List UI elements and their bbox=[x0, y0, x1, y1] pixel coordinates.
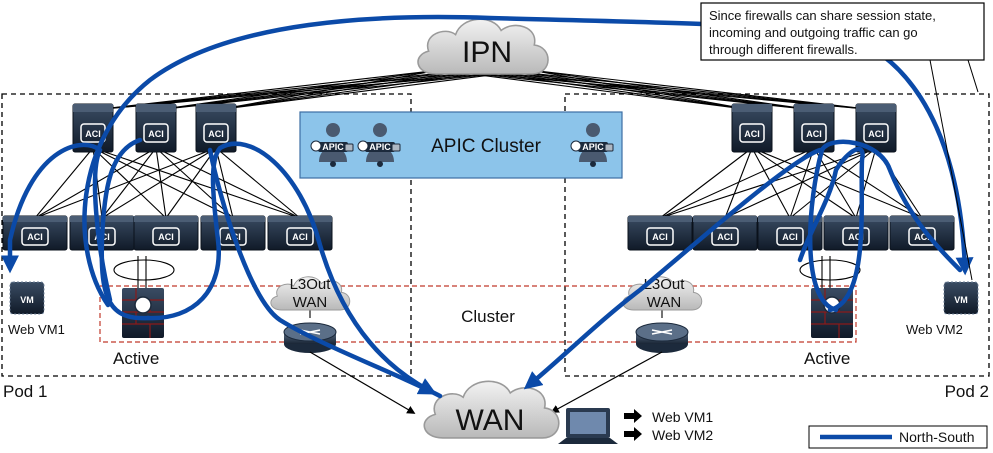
dest-arrows bbox=[624, 409, 642, 441]
cluster-frame bbox=[99, 285, 857, 343]
web-vm2-icon: VM bbox=[943, 281, 979, 315]
wan-cloud: WAN bbox=[423, 380, 560, 439]
leaf-pod2-4-icon: ACI bbox=[823, 215, 889, 251]
active-pod2-label: Active bbox=[804, 349, 850, 368]
spine-pod1-2-icon: ACI bbox=[135, 103, 177, 153]
l3out-pod1-line2: WAN bbox=[293, 294, 327, 311]
spine-pod2-3-icon-aci: ACI bbox=[868, 129, 884, 139]
pod1-label: Pod 1 bbox=[3, 382, 47, 401]
wan-label: WAN bbox=[456, 404, 525, 437]
l3out-pod1-line1: L3Out bbox=[290, 276, 332, 293]
leaf-pod2-5-icon-aci: ACI bbox=[914, 232, 930, 242]
flow-vm2-to-ipn bbox=[82, 14, 974, 308]
router2-to-wan-arrow bbox=[550, 351, 663, 413]
apic-cluster-box: APIC Cluster bbox=[299, 111, 623, 179]
leaf-pod1-5-icon: ACI bbox=[267, 215, 333, 251]
laptop-icon bbox=[558, 408, 618, 444]
leaf-pod1-1-icon: ACI bbox=[2, 215, 68, 251]
router-pod2-icon bbox=[635, 322, 689, 353]
leaf-pod1-5-icon-aci: ACI bbox=[292, 232, 308, 242]
active-pod1-label: Active bbox=[113, 349, 159, 368]
spine-pod1-2-icon-aci: ACI bbox=[148, 129, 164, 139]
spine-pod2-2-icon: ACI bbox=[793, 103, 835, 153]
spine-pod1-3-icon: ACI bbox=[195, 103, 237, 153]
legend-north-south: North-South bbox=[899, 429, 974, 445]
web-vm1-chip: VM bbox=[20, 295, 34, 305]
flow-pod1-l3out bbox=[145, 141, 437, 395]
apic-icons: APIC APIC APIC bbox=[310, 123, 614, 167]
spine-pod1-1-icon-aci: ACI bbox=[85, 129, 101, 139]
flow-to-vm1 bbox=[1, 142, 113, 303]
firewall-pod1-icon bbox=[122, 288, 164, 338]
leaf-pod2-1-icon-aci: ACI bbox=[652, 232, 668, 242]
dest-vm1-label: Web VM1 bbox=[652, 409, 713, 425]
fabric-links bbox=[34, 147, 923, 219]
web-vm1-icon: VM bbox=[9, 281, 45, 315]
leaf-pod1-3-icon-aci: ACI bbox=[158, 232, 174, 242]
web-vm2-label: Web VM2 bbox=[906, 322, 963, 337]
leaf-pod2-4-icon-aci: ACI bbox=[848, 232, 864, 242]
l3out-pod2-line2: WAN bbox=[647, 294, 681, 311]
pod1-frame bbox=[1, 93, 412, 377]
callout-line2: incoming and outgoing traffic can go bbox=[709, 25, 918, 40]
spine-pod2-1-icon: ACI bbox=[731, 103, 773, 153]
ipn-links bbox=[92, 69, 877, 111]
leaf-pod2-2-icon-aci: ACI bbox=[717, 232, 733, 242]
apic-controller-1-icon: APIC bbox=[310, 123, 354, 167]
apic-controller-2-icon: APIC bbox=[357, 123, 401, 167]
apic-chip-3: APIC bbox=[582, 142, 604, 152]
fw-uplink-oval-pod1 bbox=[113, 259, 175, 281]
l3out-pod2: L3Out WAN bbox=[622, 276, 703, 318]
flow-pod1-wan-a bbox=[207, 147, 443, 399]
router1-to-wan-arrow bbox=[309, 351, 416, 414]
leaf-pod2-1-icon: ACI bbox=[627, 215, 693, 251]
ipn-cloud: IPN bbox=[417, 18, 549, 75]
cluster-label: Cluster bbox=[461, 307, 515, 326]
apic-cluster-label: APIC Cluster bbox=[431, 136, 541, 157]
l3out-pod1: L3Out WAN bbox=[270, 276, 351, 318]
callout: Since firewalls can share session state,… bbox=[700, 2, 985, 281]
dest-vm2-label: Web VM2 bbox=[652, 427, 713, 443]
leaf-pod2-5-icon: ACI bbox=[889, 215, 955, 251]
spine-pod2-2-icon-aci: ACI bbox=[806, 129, 822, 139]
leaf-pod2-3-icon-aci: ACI bbox=[782, 232, 798, 242]
north-south-flows bbox=[1, 14, 974, 399]
web-vm2-chip: VM bbox=[954, 295, 968, 305]
flow-pod1-fw-loop bbox=[99, 137, 151, 321]
leaf-pod1-1-icon-aci: ACI bbox=[27, 232, 43, 242]
ipn-label: IPN bbox=[462, 36, 512, 69]
web-vm1-label: Web VM1 bbox=[8, 322, 65, 337]
legend: North-South bbox=[808, 425, 988, 449]
callout-line1: Since firewalls can share session state, bbox=[709, 8, 936, 23]
flow-pod2-fw bbox=[797, 147, 865, 313]
pod2-frame bbox=[564, 93, 990, 377]
spine-pod2-1-icon-aci: ACI bbox=[744, 129, 760, 139]
pod2-label: Pod 2 bbox=[945, 382, 989, 401]
callout-line3: through different firewalls. bbox=[709, 42, 858, 57]
apic-chip-1: APIC bbox=[322, 142, 344, 152]
apic-controller-3-icon: APIC bbox=[570, 123, 614, 167]
spine-pod1-3-icon-aci: ACI bbox=[208, 129, 224, 139]
flow-pod2-vm2 bbox=[808, 139, 963, 313]
flow-wan-to-pod2 bbox=[523, 147, 823, 390]
apic-chip-2: APIC bbox=[369, 142, 391, 152]
leaf-pod1-3-icon: ACI bbox=[133, 215, 199, 251]
